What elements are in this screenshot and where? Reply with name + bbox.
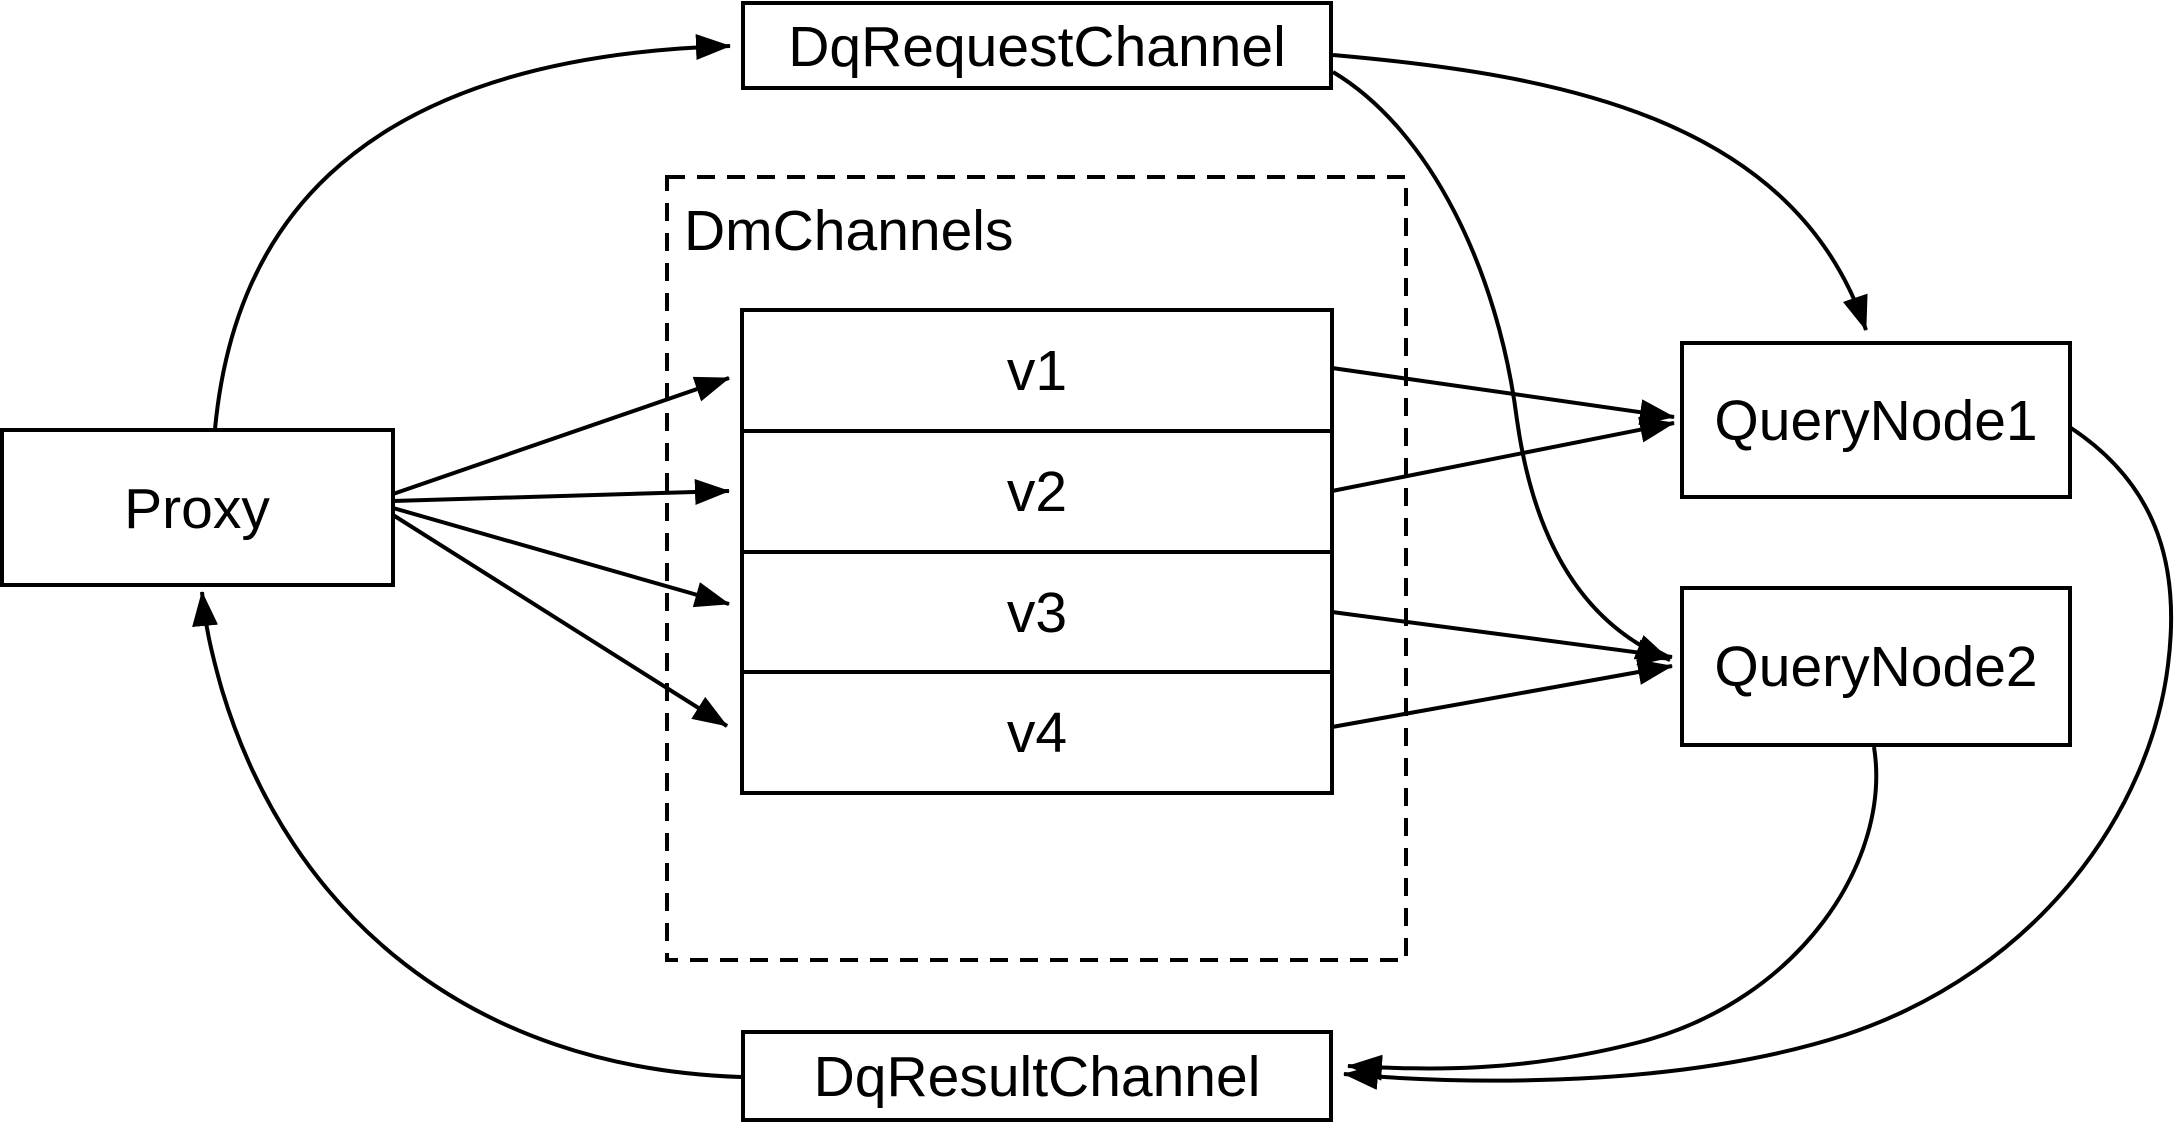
node-channel-stack: v1 v2 v3 v4	[740, 308, 1334, 795]
channel-v2-label: v2	[1007, 460, 1067, 524]
channel-v3-label: v3	[1007, 581, 1067, 645]
channel-v4-label: v4	[1007, 701, 1067, 765]
edge-dqrequestchannel-to-querynode1	[1332, 53, 1868, 331]
dq-request-channel-box	[741, 1, 1333, 90]
edge-querynode1-to-dqresultchannel	[1343, 426, 2174, 1090]
edge-dqresultchannel-to-proxy	[192, 591, 742, 1079]
edges	[192, 34, 2174, 1090]
node-query-node1: QueryNode1	[1680, 341, 2072, 499]
proxy-label: Proxy	[124, 477, 270, 541]
query-node1-label: QueryNode1	[1714, 389, 2037, 453]
edge-v1-to-querynode1	[1331, 366, 1675, 426]
dm-channels-group-box	[665, 175, 1408, 962]
edge-proxy-to-v1	[392, 376, 730, 496]
dq-result-channel-label: DqResultChannel	[814, 1045, 1261, 1109]
node-dq-result-channel: DqResultChannel	[741, 1030, 1333, 1122]
dm-channels-group-label: DmChannels	[684, 199, 1013, 263]
dq-request-channel-label: DqRequestChannel	[788, 15, 1286, 79]
edge-proxy-to-v3	[392, 506, 730, 608]
edge-dqrequestchannel-to-querynode2	[1331, 70, 1671, 662]
proxy-box	[0, 428, 395, 587]
channel-v1-label: v1	[1007, 339, 1067, 403]
edge-v4-to-querynode2	[1331, 659, 1673, 729]
edge-querynode2-to-dqresultchannel	[1347, 746, 1879, 1081]
edge-proxy-to-v2	[392, 479, 730, 506]
edge-v2-to-querynode1	[1331, 416, 1675, 493]
dq-result-channel-box	[741, 1030, 1333, 1122]
node-dq-request-channel: DqRequestChannel	[741, 1, 1333, 90]
query-node1-box	[1680, 341, 2072, 499]
query-node2-label: QueryNode2	[1714, 635, 2037, 699]
node-proxy: Proxy	[0, 428, 395, 587]
edge-proxy-to-dqrequestchannel	[213, 34, 731, 430]
node-query-node2: QueryNode2	[1680, 586, 2072, 747]
query-node2-box	[1680, 586, 2072, 747]
edge-v3-to-querynode2	[1331, 610, 1673, 666]
edge-proxy-to-v4	[391, 513, 729, 728]
